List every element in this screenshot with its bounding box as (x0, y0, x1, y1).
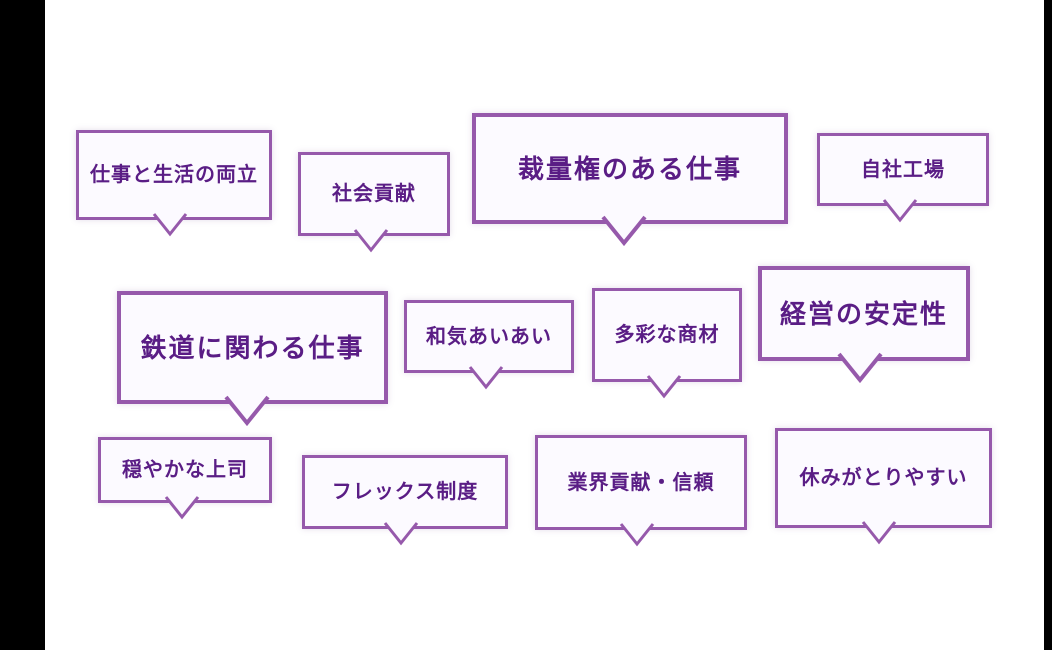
bubble-tail (882, 199, 917, 223)
bubble-tail (619, 523, 655, 547)
left-letterbox-bar (0, 0, 45, 650)
bubble-label: フレックス制度 (331, 481, 479, 503)
bubble-flextime-system: フレックス制度 (302, 455, 508, 546)
bubble-label: 業界貢献・信頼 (567, 471, 715, 494)
bubble-tail (646, 375, 682, 399)
bubble-tail (383, 522, 419, 546)
bubble-tail (353, 229, 389, 253)
bubble-tail (862, 521, 897, 545)
bubble-label: 自社工場 (861, 158, 945, 181)
bubble-tail (837, 352, 883, 384)
bubble-label: 休みがとりやすい (799, 467, 968, 489)
bubble-tail (601, 215, 647, 247)
bubble-railway-work: 鉄道に関わる仕事 (117, 291, 388, 427)
bubble-friendly-atmosphere: 和気あいあい (404, 300, 574, 390)
bubble-diverse-products: 多彩な商材 (592, 288, 742, 399)
bubble-own-factory: 自社工場 (817, 133, 989, 223)
right-letterbox-bar (1044, 0, 1052, 650)
bubble-label: 社会貢献 (332, 183, 416, 205)
bubble-work-life-balance: 仕事と生活の両立 (76, 130, 272, 237)
bubble-easy-time-off: 休みがとりやすい (775, 428, 992, 545)
bubble-calm-boss: 穏やかな上司 (98, 437, 272, 520)
bubble-tail (468, 366, 503, 390)
bubble-discretionary-work: 裁量権のある仕事 (472, 113, 788, 247)
bubble-tail (164, 496, 199, 520)
bubble-tail (224, 395, 270, 427)
bubble-label: 裁量権のある仕事 (517, 153, 742, 184)
bubble-industry-trust: 業界貢献・信頼 (535, 435, 747, 547)
bubble-label: 仕事と生活の両立 (90, 164, 258, 186)
bubble-management-stability: 経営の安定性 (758, 266, 970, 384)
bubble-tail (153, 213, 188, 237)
bubble-label: 穏やかな上司 (122, 459, 248, 481)
bubble-label: 和気あいあい (426, 325, 552, 348)
bubble-social-contribution: 社会貢献 (298, 152, 450, 253)
bubble-label: 経営の安定性 (779, 298, 948, 329)
bubble-label: 多彩な商材 (614, 324, 720, 346)
bubble-label: 鉄道に関わる仕事 (140, 332, 365, 363)
